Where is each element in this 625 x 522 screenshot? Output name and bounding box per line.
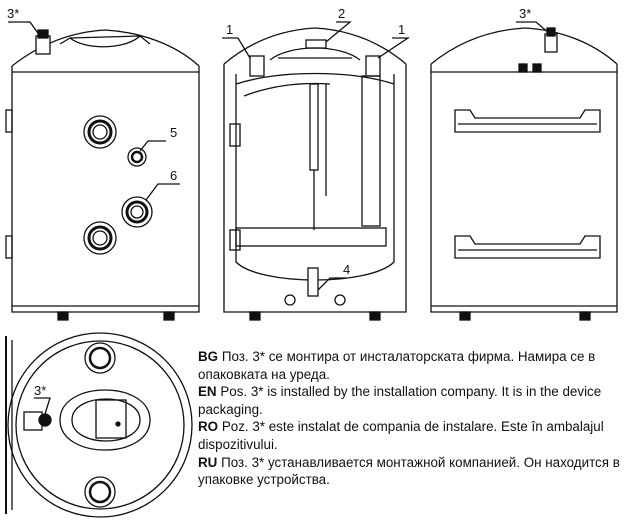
note-ru: RU Поз. 3* устанавливается монтажной ком… bbox=[198, 454, 620, 488]
note-en: EN Pos. 3* is installed by the installat… bbox=[198, 384, 602, 417]
callout-1-left: 1 bbox=[226, 22, 233, 37]
callout-2: 2 bbox=[338, 6, 345, 21]
callout-1-right: 1 bbox=[398, 22, 405, 37]
installation-notes: BG Поз. 3* се монтира от инсталаторската… bbox=[198, 348, 623, 489]
callout-5: 5 bbox=[170, 125, 177, 140]
callout-6: 6 bbox=[170, 168, 177, 183]
top-view bbox=[5, 332, 193, 518]
side-view bbox=[5, 21, 200, 321]
callout-3-bottom: 3* bbox=[34, 383, 46, 398]
callout-3-left: 3* bbox=[7, 6, 19, 21]
note-bg: BG Поз. 3* се монтира от инсталаторската… bbox=[198, 349, 596, 382]
callout-3-right: 3* bbox=[519, 6, 531, 21]
section-view bbox=[222, 21, 411, 321]
back-view bbox=[430, 21, 618, 321]
note-ro: RO Poz. 3* este instalat de compania de … bbox=[198, 419, 604, 452]
callout-4: 4 bbox=[343, 262, 350, 277]
